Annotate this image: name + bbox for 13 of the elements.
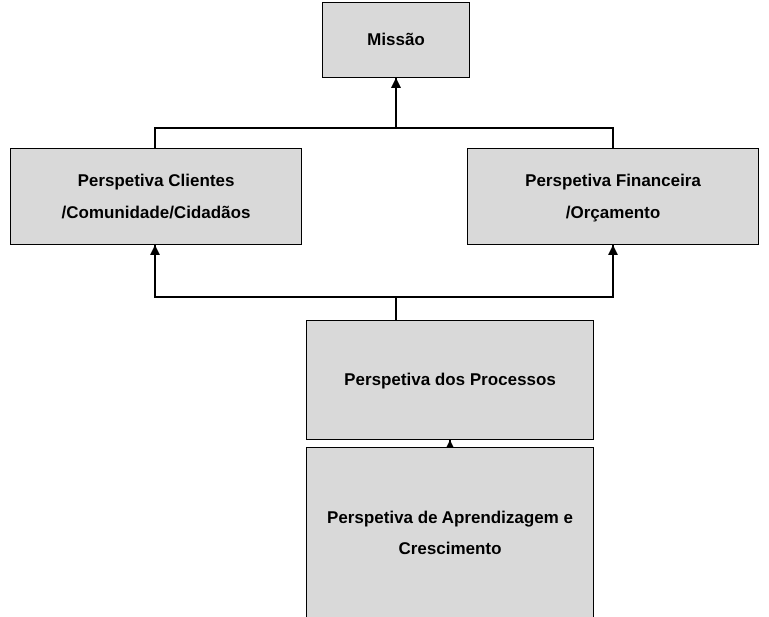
perspective-box	[306, 447, 594, 617]
box-label: Perspetiva dos Processos	[344, 369, 556, 392]
perspective-box	[322, 2, 470, 78]
arrow	[395, 245, 618, 320]
arrow	[445, 440, 455, 450]
perspective-box	[467, 148, 759, 245]
box-label: Perspetiva de Aprendizagem e Crescimento	[326, 506, 574, 560]
arrow	[391, 78, 614, 148]
perspective-box	[10, 148, 302, 245]
box-label: Perspetiva Financeira /Orçamento	[524, 170, 702, 224]
perspective-box	[306, 320, 594, 440]
box-label: Missão	[367, 29, 425, 52]
box-label: Perspetiva Clientes /Comunidade/Cidadãos	[60, 170, 252, 224]
